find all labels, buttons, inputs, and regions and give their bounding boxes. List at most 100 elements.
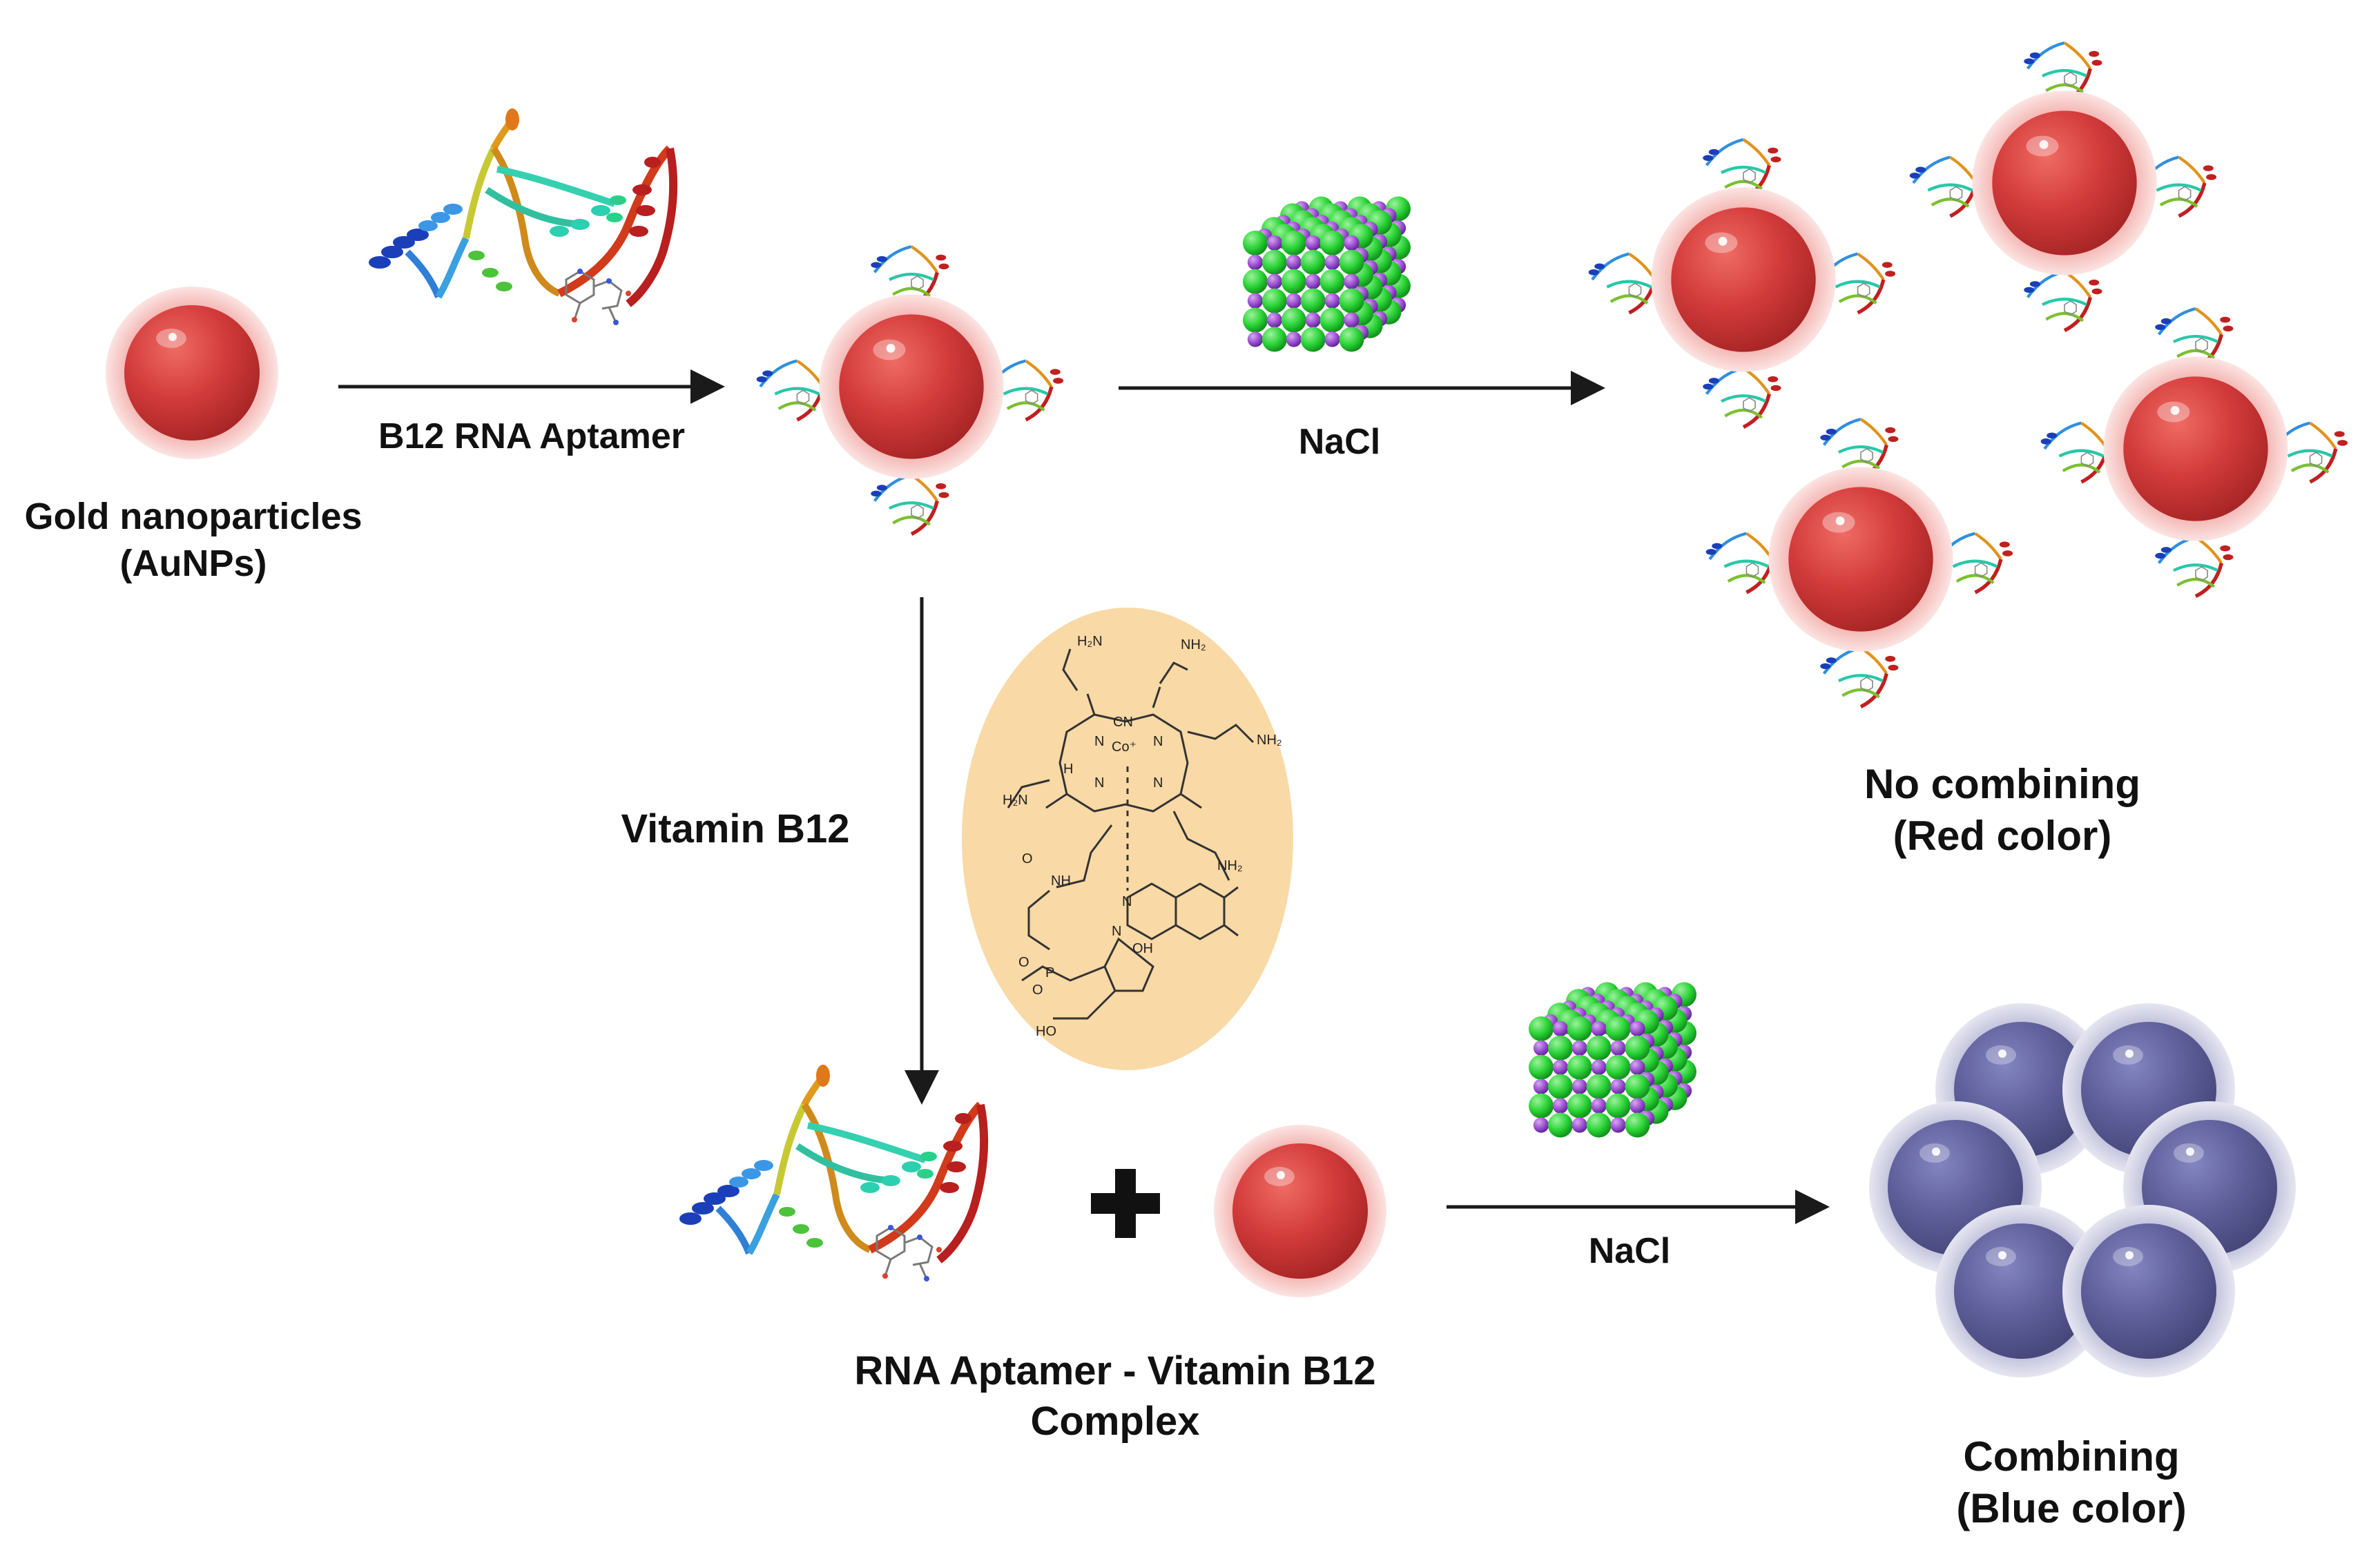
chloride-ion <box>1547 1074 1573 1099</box>
dispersed-particle-icon <box>2041 309 2348 597</box>
chloride-ion <box>1529 1054 1554 1080</box>
sodium-ion <box>1571 1117 1587 1133</box>
chloride-ion <box>1625 1035 1650 1061</box>
sodium-ion <box>1591 1059 1607 1075</box>
sodium-ion <box>1344 273 1360 289</box>
sodium-ion <box>1533 1078 1549 1094</box>
sodium-ion <box>1610 1117 1626 1133</box>
combining-label: Combining (Blue color) <box>1956 1433 2187 1531</box>
svg-text:H₂N: H₂N <box>1077 634 1103 649</box>
chloride-ion <box>1281 231 1306 255</box>
chloride-ion <box>1319 269 1345 294</box>
sodium-ion <box>1629 1098 1645 1114</box>
chloride-ion <box>1261 288 1287 313</box>
sodium-ion <box>1286 254 1302 271</box>
svg-text:N: N <box>1094 734 1104 749</box>
sodium-ion <box>1266 235 1283 251</box>
dispersed-particles <box>1589 43 2348 707</box>
svg-text:O: O <box>1022 851 1033 867</box>
nacl-crystal-icon <box>1529 982 1696 1138</box>
nacl-top-label: NaCl <box>1298 422 1381 462</box>
vitamin-b12-label: Vitamin B12 <box>621 806 850 851</box>
aptamer-b12-complex-icon <box>679 1065 984 1281</box>
chloride-ion <box>1339 249 1364 275</box>
sodium-ion <box>1552 1059 1569 1075</box>
svg-text:NH₂: NH₂ <box>1217 858 1243 873</box>
nacl-crystal-icon <box>1243 196 1411 352</box>
sodium-ion <box>1552 1098 1569 1114</box>
sodium-ion <box>1266 312 1283 328</box>
svg-text:N: N <box>1153 734 1163 749</box>
chloride-ion <box>1547 1112 1573 1138</box>
sodium-ion <box>1324 293 1340 309</box>
no-combining-label: No combining (Red color) <box>1864 761 2140 859</box>
aggregated-particles <box>1869 1003 2296 1377</box>
sodium-ion <box>1247 254 1264 271</box>
chloride-ion <box>1605 1093 1631 1119</box>
sodium-ion <box>1571 1078 1587 1094</box>
sodium-ion <box>1552 1020 1569 1037</box>
svg-text:H: H <box>1063 762 1073 777</box>
sodium-ion <box>1266 273 1283 289</box>
svg-text:HO: HO <box>1036 1024 1056 1039</box>
chloride-ion <box>1567 1054 1592 1080</box>
chloride-ion <box>1261 327 1287 352</box>
chloride-ion <box>1319 307 1345 333</box>
sodium-ion <box>1324 254 1340 271</box>
svg-text:N: N <box>1153 775 1163 791</box>
vitamin-b12-structure-icon: H₂N NH₂ NH₂ H₂N NH₂ Co⁺ CN N N N N H NH … <box>962 608 1293 1070</box>
sodium-ion <box>1324 331 1340 347</box>
sodium-ion <box>1629 1020 1645 1037</box>
chloride-ion <box>1625 1074 1650 1099</box>
sodium-ion <box>1629 1059 1645 1075</box>
sodium-ion <box>1591 1020 1607 1037</box>
sodium-ion <box>1305 273 1321 289</box>
aggregated-nanoparticle-icon <box>2062 1205 2235 1377</box>
chloride-ion <box>1529 1093 1554 1119</box>
svg-text:N: N <box>1122 894 1132 909</box>
sodium-ion <box>1571 1040 1587 1056</box>
chloride-ion <box>1586 1035 1612 1061</box>
chloride-ion <box>1281 307 1306 333</box>
sodium-ion <box>1344 312 1360 328</box>
rna-aptamer-icon <box>369 108 673 325</box>
chloride-ion <box>1300 327 1326 352</box>
chloride-ion <box>1319 231 1345 255</box>
sodium-ion <box>1247 293 1264 309</box>
chloride-ion <box>1605 1016 1631 1041</box>
sodium-ion <box>1610 1078 1626 1094</box>
chloride-ion <box>1339 327 1364 352</box>
sodium-ion <box>1247 331 1264 347</box>
chloride-ion <box>1243 307 1268 333</box>
dispersed-particle-icon <box>1589 139 1895 427</box>
sodium-ion <box>1305 235 1321 251</box>
svg-text:H₂N: H₂N <box>1003 793 1028 808</box>
chloride-ion <box>1529 1016 1554 1041</box>
chloride-ion <box>1567 1016 1592 1041</box>
gold-nanoparticles-label: Gold nanoparticles (AuNPs) <box>24 496 362 584</box>
chloride-ion <box>1605 1054 1631 1080</box>
svg-text:NH₂: NH₂ <box>1181 637 1206 652</box>
svg-text:O: O <box>1018 955 1029 970</box>
chloride-ion <box>1547 1035 1573 1061</box>
chloride-ion <box>1586 1112 1612 1138</box>
chloride-ion <box>1243 269 1268 294</box>
chloride-ion <box>1243 231 1268 255</box>
free-gold-nanoparticle-icon <box>1214 1125 1386 1297</box>
svg-text:NH: NH <box>1051 873 1071 889</box>
sodium-ion <box>1286 331 1302 347</box>
svg-text:OH: OH <box>1132 941 1153 956</box>
chloride-ion <box>1586 1074 1612 1099</box>
svg-text:N: N <box>1094 775 1104 791</box>
aptamer-decorated-nanoparticle-icon <box>757 246 1063 534</box>
chloride-ion <box>1300 288 1326 313</box>
dispersed-particle-icon <box>1706 419 2013 707</box>
plus-sign-icon <box>1091 1169 1160 1238</box>
aptamer-arrow-label: B12 RNA Aptamer <box>378 416 686 456</box>
sodium-ion <box>1305 312 1321 328</box>
chloride-ion <box>1281 269 1306 294</box>
sodium-ion <box>1344 235 1360 251</box>
sodium-ion <box>1533 1040 1549 1056</box>
chloride-ion <box>1567 1093 1592 1119</box>
